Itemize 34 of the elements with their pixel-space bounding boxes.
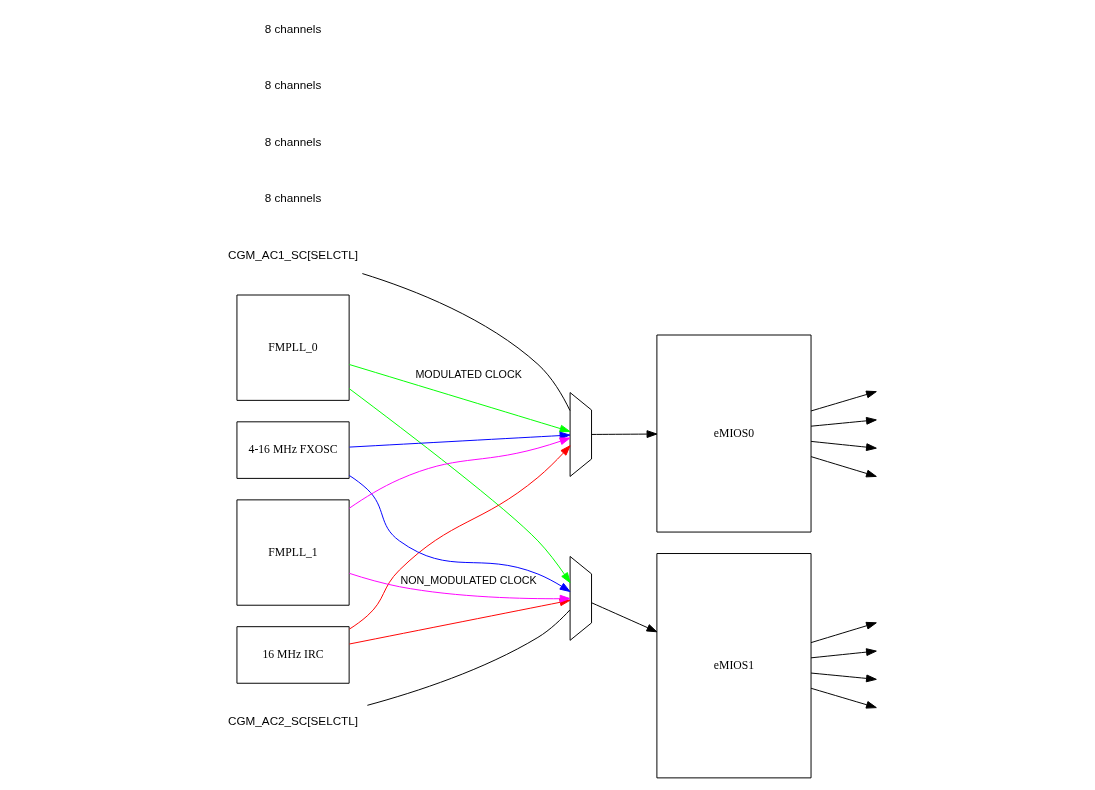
node-text: CGM_AC1_SC[SELCTL] [227, 248, 358, 262]
node-trapezoid [569, 555, 592, 641]
arrow [348, 364, 570, 433]
arrow [348, 572, 570, 603]
arrow [348, 431, 570, 448]
arrow [810, 687, 877, 709]
arrow [810, 440, 877, 452]
arrow [590, 602, 657, 633]
label: 8 channels [264, 134, 321, 148]
label: 8 channels [264, 191, 321, 205]
connector [366, 609, 570, 706]
node-box: 16 MHz IRC [235, 626, 350, 684]
edge-label: MODULATED CLOCK [414, 367, 522, 380]
arrow [348, 437, 570, 509]
arrow [348, 474, 570, 592]
arrow [810, 621, 877, 644]
node-box: 4-16 MHz FXOSC [235, 421, 350, 479]
node-box: eMIOS1 [655, 553, 812, 779]
arrow [348, 388, 570, 584]
edge-label: NON_MODULATED CLOCK [400, 573, 537, 586]
arrow [810, 416, 877, 427]
node-box: FMPLL_0 [235, 294, 350, 401]
node-text: CGM_AC2_SC[SELCTL] [227, 714, 358, 728]
arrow [810, 672, 877, 683]
node-trapezoid [569, 392, 592, 477]
node-box: eMIOS0 [655, 334, 812, 533]
node-box: FMPLL_1 [235, 499, 350, 606]
arrow [810, 648, 877, 659]
arrow [590, 430, 657, 438]
arrow [810, 390, 877, 412]
label: 8 channels [264, 78, 321, 92]
connector [361, 273, 570, 412]
label: 8 channels [264, 21, 321, 35]
arrow [810, 456, 877, 478]
